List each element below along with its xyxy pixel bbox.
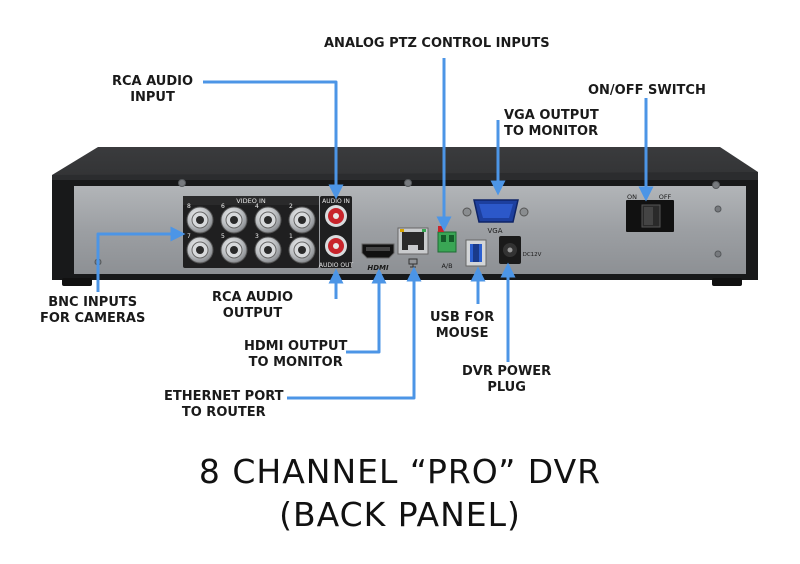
diagram-title: 8 CHANNEL “PRO” DVR (BACK PANEL) — [0, 450, 800, 536]
dc-power-jack: DC12V — [499, 236, 542, 264]
ethernet-port — [397, 227, 429, 268]
callout-text: BNC INPUTS — [48, 295, 138, 310]
callout-bnc-inputs: BNC INPUTS FOR CAMERAS — [40, 295, 145, 327]
bnc-connector-pin — [264, 246, 272, 254]
callout-text: RCA AUDIO — [112, 74, 194, 89]
arrow-rca-audio-input — [203, 80, 344, 200]
callout-ethernet-port: ETHERNET PORT TO ROUTER — [164, 389, 284, 421]
bnc-channel-number: 4 — [255, 203, 259, 210]
audio-out-label: AUDIO OUT — [319, 262, 354, 269]
rca-audio-input-jack — [325, 205, 347, 227]
bnc-channel-number: 7 — [187, 233, 191, 240]
callout-arrows — [96, 58, 654, 400]
arrow-bnc-inputs — [96, 226, 186, 292]
callout-text: TO MONITOR — [248, 355, 343, 370]
hdmi-port: HDMI — [361, 243, 395, 272]
video-in-label: VIDEO IN — [236, 197, 266, 205]
bnc-connector: 8 — [186, 203, 214, 234]
bnc-connector-pin — [196, 246, 204, 254]
callout-text: HDMI OUTPUT — [244, 339, 348, 354]
bnc-connector: 4 — [254, 203, 282, 234]
callout-rca-audio-input: RCA AUDIO INPUT — [112, 74, 193, 106]
callout-text: ON/OFF SWITCH — [588, 83, 706, 98]
off-label: OFF — [659, 193, 672, 201]
hdmi-label: HDMI — [367, 264, 389, 272]
callout-dvr-power: DVR POWER PLUG — [462, 364, 551, 396]
bnc-channel-number: 2 — [289, 203, 293, 210]
bnc-connector: 1 — [288, 233, 316, 264]
callout-text: ETHERNET PORT — [164, 389, 284, 404]
callout-text: OUTPUT — [222, 306, 283, 321]
bnc-input-block: VIDEO IN 8 6 4 2 7 5 3 1 — [183, 196, 319, 268]
callout-usb-mouse: USB FOR MOUSE — [430, 310, 494, 342]
vga-port: VGA — [462, 199, 529, 235]
bnc-channel-number: 1 — [289, 233, 293, 240]
bnc-connector-pin — [230, 246, 238, 254]
callout-text: RCA AUDIO — [212, 290, 294, 305]
bnc-connector-pin — [230, 216, 238, 224]
ab-label: A/B — [441, 262, 452, 270]
callout-vga-output: VGA OUTPUT TO MONITOR — [504, 108, 599, 140]
rca-audio-output-jack — [325, 235, 347, 257]
bnc-connector-pin — [264, 216, 272, 224]
callout-hdmi-output: HDMI OUTPUT TO MONITOR — [244, 339, 347, 371]
bnc-channel-number: 3 — [255, 233, 259, 240]
callout-text: ANALOG PTZ CONTROL INPUTS — [324, 36, 550, 51]
callout-text: USB FOR — [430, 310, 495, 325]
callout-text: PLUG — [487, 380, 526, 395]
bnc-connector-pin — [196, 216, 204, 224]
vga-label: VGA — [487, 227, 502, 235]
audio-in-label: AUDIO IN — [322, 198, 350, 205]
callout-text: FOR CAMERAS — [40, 311, 146, 326]
diagram-title-line-2: (BACK PANEL) — [279, 495, 521, 534]
callout-text: TO ROUTER — [181, 405, 266, 420]
callout-analog-ptz: ANALOG PTZ CONTROL INPUTS — [324, 36, 550, 52]
callout-text: DVR POWER — [462, 364, 552, 379]
bnc-connector-pin — [298, 216, 306, 224]
callout-rca-audio-output: RCA AUDIO OUTPUT — [212, 290, 293, 322]
bnc-connectors: 8 6 4 2 7 5 3 1 — [186, 203, 316, 264]
arrow-hdmi-output — [346, 268, 387, 354]
callout-text: VGA OUTPUT — [504, 108, 599, 123]
bnc-connector: 7 — [186, 233, 214, 264]
bnc-connector: 3 — [254, 233, 282, 264]
bnc-channel-number: 8 — [187, 203, 191, 210]
usb-port — [465, 239, 487, 267]
diagram-title-line-1: 8 CHANNEL “PRO” DVR — [198, 452, 602, 491]
bnc-connector-pin — [298, 246, 306, 254]
bnc-connector: 6 — [220, 203, 248, 234]
arrow-ethernet-port — [287, 266, 422, 400]
callout-text: TO MONITOR — [504, 124, 599, 139]
callout-text: MOUSE — [435, 326, 489, 341]
bnc-channel-number: 6 — [221, 203, 225, 210]
bnc-channel-number: 5 — [221, 233, 225, 240]
on-label: ON — [627, 193, 637, 201]
callout-on-off-switch: ON/OFF SWITCH — [588, 83, 706, 99]
dc12v-label: DC12V — [523, 252, 542, 258]
bnc-connector: 5 — [220, 233, 248, 264]
callout-text: INPUT — [130, 90, 175, 105]
bnc-connector: 2 — [288, 203, 316, 234]
audio-block: AUDIO IN AUDIO OUT — [319, 196, 354, 269]
power-switch: ON OFF — [626, 193, 674, 232]
